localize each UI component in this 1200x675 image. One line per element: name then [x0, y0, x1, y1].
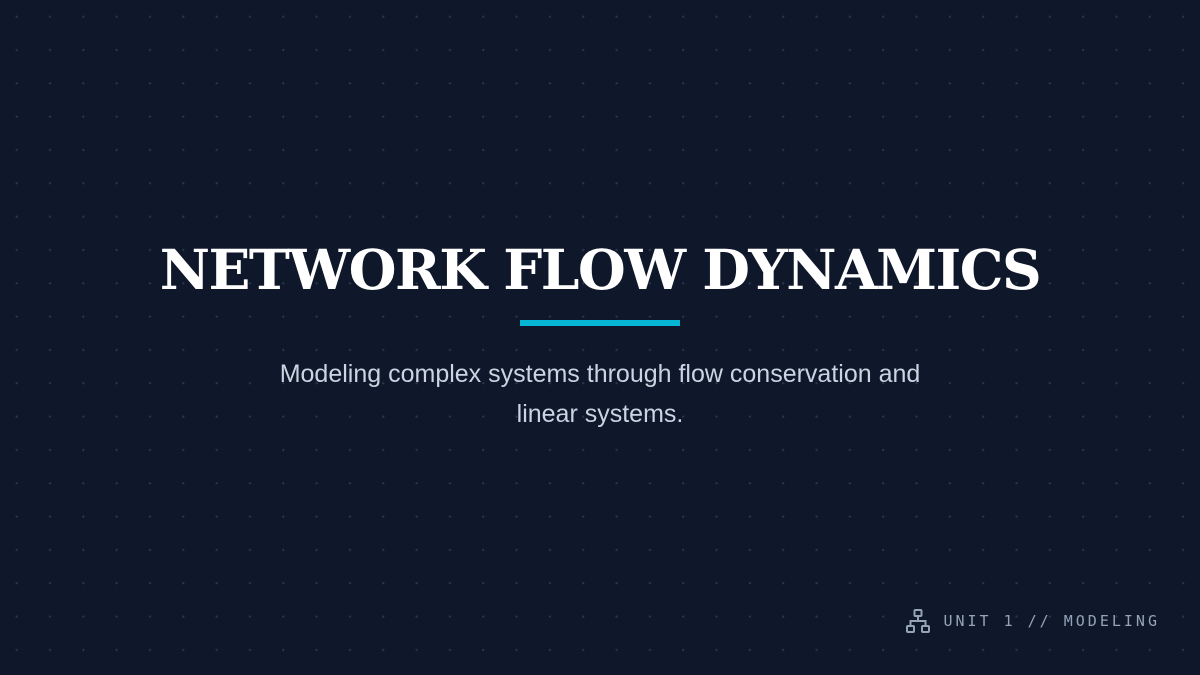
title-accent-divider [520, 320, 680, 326]
unit-label-text: UNIT 1 // MODELING [943, 612, 1160, 630]
unit-label: UNIT 1 // MODELING [905, 608, 1160, 634]
sitemap-icon [905, 608, 931, 634]
slide-title: NETWORK FLOW DYNAMICS [159, 237, 1042, 302]
slide-subtitle: Modeling complex systems through flow co… [279, 360, 921, 428]
